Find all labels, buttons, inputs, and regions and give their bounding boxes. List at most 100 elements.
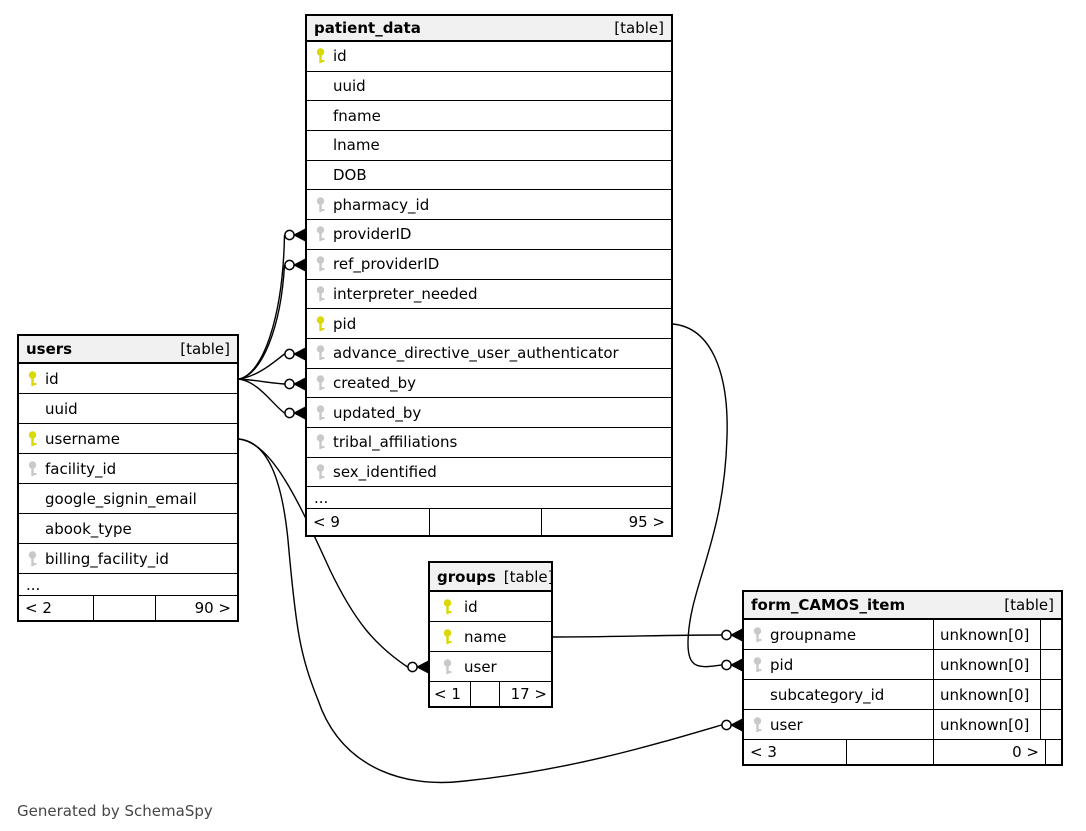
column-name: uuid <box>45 399 78 418</box>
foreign-key-icon <box>307 464 333 480</box>
column-end-spacer <box>1040 650 1061 679</box>
column-name: updated_by <box>333 403 422 422</box>
column-name: uuid <box>333 77 366 96</box>
column-type: unknown[0] <box>933 650 1040 679</box>
foreign-key-icon <box>744 716 770 733</box>
column-row: user unknown[0] <box>744 710 1061 740</box>
table-footer: < 9 95 > <box>307 509 671 536</box>
foreign-key-icon <box>19 550 45 567</box>
column-row: lname <box>307 131 671 161</box>
column-row: advance_directive_user_authenticator <box>307 339 671 369</box>
table-groups[interactable]: groups [table] id name user < 1 17 > <box>428 561 554 708</box>
column-end-spacer <box>1040 680 1061 709</box>
table-kind-label: [table] <box>503 567 554 586</box>
column-name: id <box>333 47 347 66</box>
footer-spacer <box>470 682 499 706</box>
relationship-connector-circle <box>407 661 418 673</box>
column-row: groupname unknown[0] <box>744 620 1061 650</box>
relationship-arrowhead <box>292 347 306 361</box>
column-row: billing_facility_id <box>19 544 237 574</box>
foreign-key-icon <box>307 256 333 272</box>
ellipsis-row: ... <box>19 574 237 596</box>
column-name: username <box>45 429 120 448</box>
parents-count: 90 > <box>155 596 237 620</box>
table-header-users[interactable]: users [table] <box>19 336 237 364</box>
column-type: unknown[0] <box>933 620 1040 649</box>
column-type: unknown[0] <box>933 680 1040 709</box>
children-count: < 9 <box>313 513 340 532</box>
table-footer: < 1 17 > <box>430 682 551 706</box>
table-header-patient-data[interactable]: patient_data [table] <box>307 16 671 42</box>
primary-key-icon <box>307 48 333 64</box>
table-form-camos-item[interactable]: form_CAMOS_item [table] groupname unknow… <box>742 590 1063 766</box>
relationship-line-users-id-to-advance-directive <box>238 353 285 380</box>
column-row: created_by <box>307 369 671 399</box>
column-end-spacer <box>1040 710 1061 739</box>
table-patient-data[interactable]: patient_data [table] id uuid fname lname… <box>305 14 673 538</box>
table-kind-label: [table] <box>180 340 230 358</box>
relationship-connector-circle <box>284 348 295 360</box>
column-name: ref_providerID <box>333 255 440 274</box>
generated-by-note: Generated by SchemaSpy <box>17 802 213 820</box>
parents-count: 0 > <box>933 740 1045 764</box>
foreign-key-icon <box>307 404 333 421</box>
relationship-arrowhead <box>415 660 429 674</box>
column-name: google_signin_email <box>45 489 197 508</box>
table-header-form-camos-item[interactable]: form_CAMOS_item [table] <box>744 592 1061 620</box>
table-name: users <box>26 340 73 358</box>
table-kind-label: [table] <box>1004 596 1054 614</box>
relationship-line-patient-pid-to-form-pid <box>672 323 728 668</box>
relationship-line-users-id-to-updated-by <box>238 378 285 414</box>
column-name: subcategory_id <box>770 685 885 704</box>
column-row: facility_id <box>19 454 237 484</box>
foreign-key-icon <box>307 345 333 361</box>
column-name: providerID <box>333 225 412 244</box>
column-name: id <box>45 369 59 388</box>
primary-key-icon <box>430 598 464 615</box>
column-row: id <box>430 592 551 622</box>
table-users[interactable]: users [table] id uuid username facility_… <box>17 334 239 622</box>
column-row: pid unknown[0] <box>744 650 1061 680</box>
primary-key-icon <box>19 370 45 387</box>
column-row: sex_identified <box>307 458 671 488</box>
column-row: ref_providerID <box>307 250 671 280</box>
primary-key-icon <box>307 315 333 332</box>
column-row: fname <box>307 101 671 132</box>
column-name: name <box>464 627 507 646</box>
column-name: lname <box>333 136 380 155</box>
relationship-arrowhead <box>292 228 306 242</box>
column-row: interpreter_needed <box>307 280 671 310</box>
column-name: tribal_affiliations <box>333 433 458 452</box>
foreign-key-icon <box>307 375 333 391</box>
primary-key-icon <box>430 628 464 645</box>
column-row: user <box>430 652 551 682</box>
relationship-arrowhead <box>292 377 306 391</box>
table-header-groups[interactable]: groups [table] <box>430 563 554 592</box>
children-count: < 1 <box>434 685 461 703</box>
column-row: id <box>307 42 671 72</box>
column-type: unknown[0] <box>933 710 1040 739</box>
column-row: uuid <box>307 72 671 102</box>
relationship-arrowhead <box>729 658 743 672</box>
relationship-line-users-id-to-ref-providerID <box>238 264 286 380</box>
column-name: groupname <box>770 625 857 644</box>
column-name: pid <box>770 655 794 674</box>
parents-count: 17 > <box>499 682 551 706</box>
relationship-connector-circle <box>284 407 295 419</box>
column-row: pid <box>307 309 671 339</box>
foreign-key-icon <box>307 286 333 302</box>
column-row: google_signin_email <box>19 484 237 514</box>
relationship-connector-circle <box>721 659 732 671</box>
relationship-line-users-id-to-providerID <box>238 234 286 380</box>
children-count: < 3 <box>750 743 777 761</box>
column-name: advance_directive_user_authenticator <box>333 344 619 363</box>
column-name: fname <box>333 106 381 125</box>
column-name: created_by <box>333 373 417 392</box>
column-name: abook_type <box>45 519 132 538</box>
relationship-connector-circle <box>284 259 295 271</box>
relationship-connector-circle <box>721 629 732 641</box>
table-name: form_CAMOS_item <box>751 596 906 614</box>
column-row: subcategory_id unknown[0] <box>744 680 1061 710</box>
foreign-key-icon <box>307 197 333 213</box>
parents-count: 95 > <box>541 509 671 536</box>
